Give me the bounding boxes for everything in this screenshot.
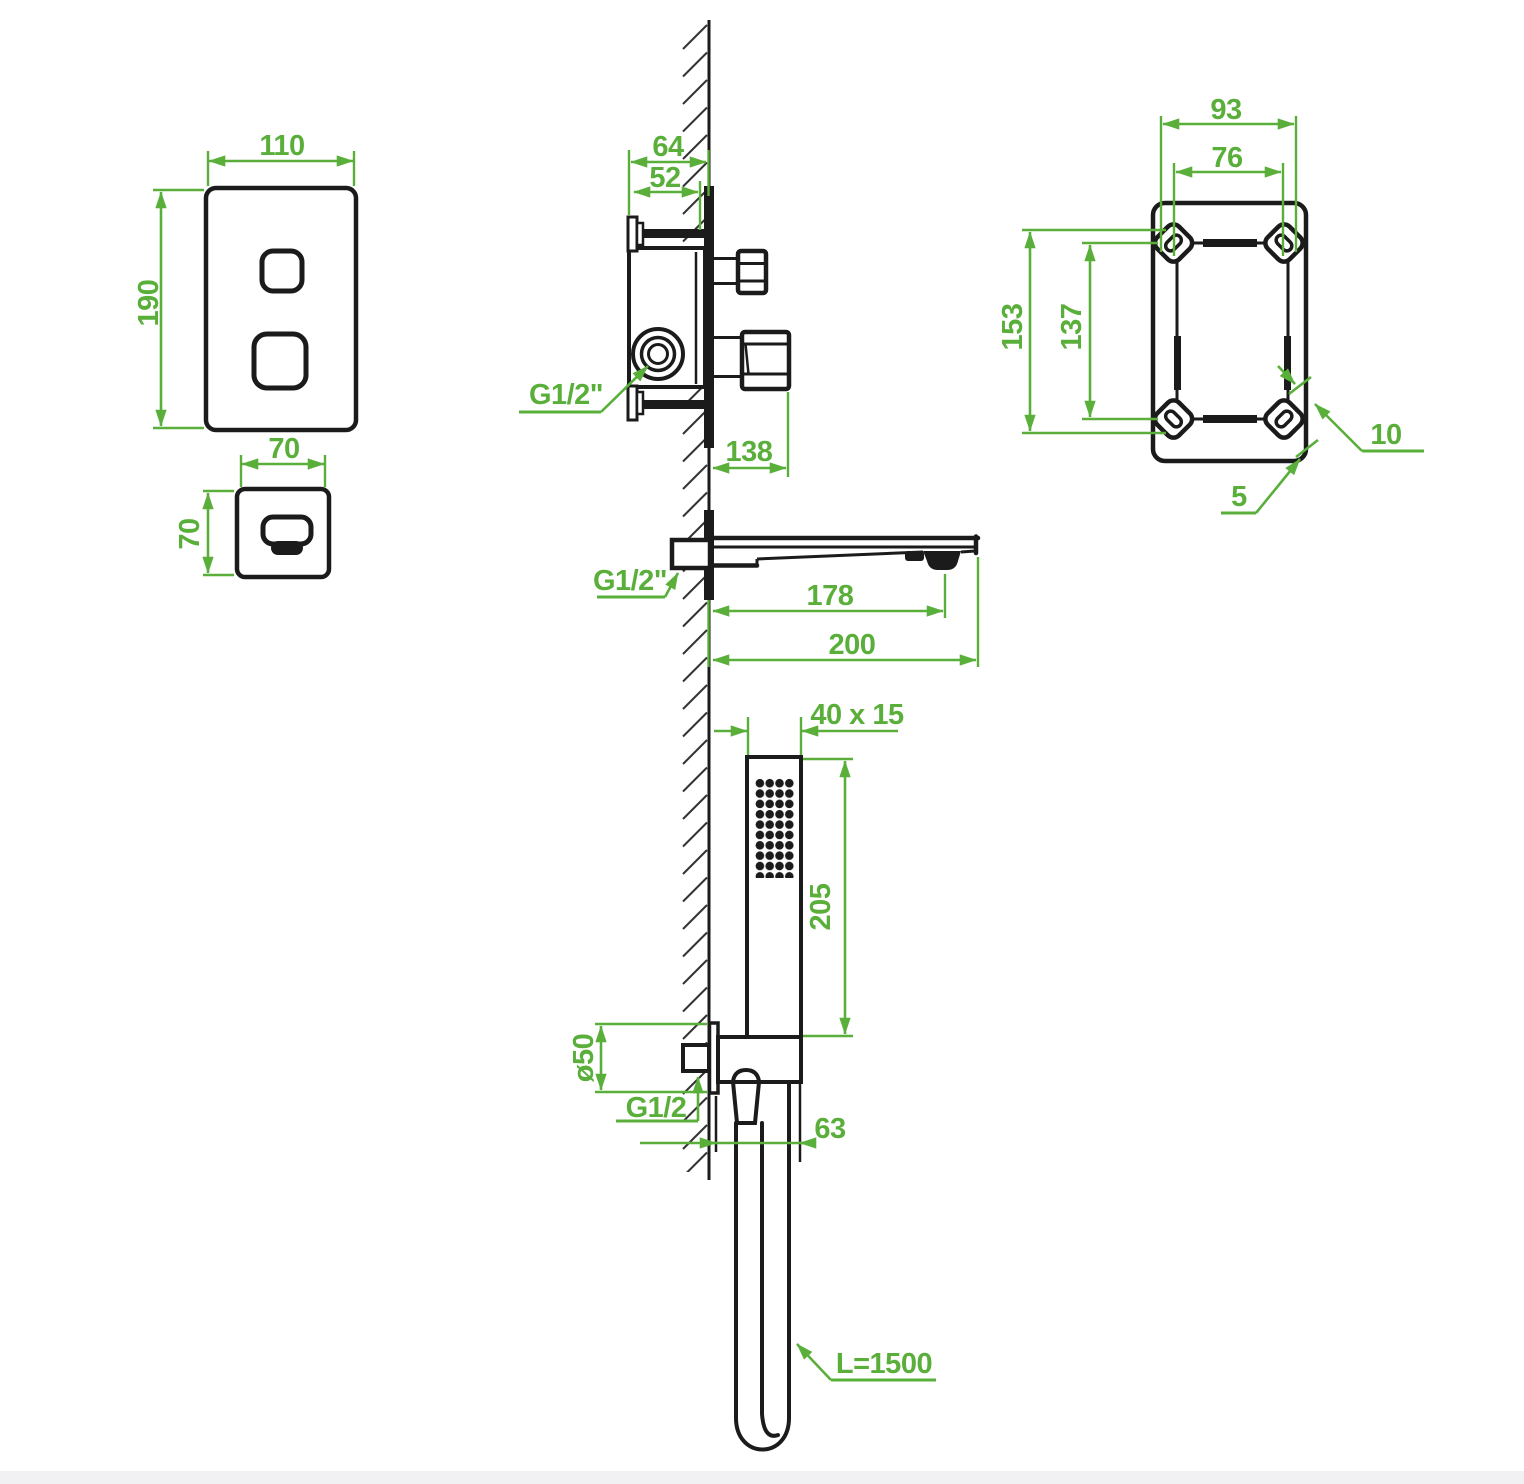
mixer-lever-handle <box>712 329 792 392</box>
label-mixer-thread: G1/2" <box>529 379 603 411</box>
dim-label-elbow-height: 70 <box>174 518 206 549</box>
callout-hose-length: L=1500 <box>796 1343 936 1382</box>
shower-bracket <box>716 1035 803 1084</box>
shower-hose-inner <box>760 1121 780 1438</box>
spout-bottom-edge <box>756 550 924 561</box>
mounting-box-back-view: 93 76 153 137 10 5 <box>997 94 1424 515</box>
bracket-thread-nub <box>681 1043 711 1073</box>
callout-mixer-thread: G1/2" <box>519 365 649 414</box>
dim-head-section: 40 x 15 <box>714 699 904 755</box>
dim-label-screw-slot-width: 5 <box>1231 481 1247 513</box>
control-plate-front-view: 110 190 <box>133 130 359 433</box>
box-clip-right <box>1284 336 1291 390</box>
dim-screw-slot-length: 10 <box>1277 365 1424 459</box>
spout-side-view: G1/2" 178 200 <box>593 534 981 667</box>
box-clip-bottom <box>1203 415 1257 423</box>
screw-mount-bottom-right <box>1263 398 1305 440</box>
spout-aerator <box>923 551 961 570</box>
dim-screw-slot-width: 5 <box>1221 458 1302 515</box>
dim-spout-length: 200 <box>712 557 980 667</box>
dim-box-height-outer: 153 <box>997 228 1166 435</box>
upper-button <box>259 248 305 294</box>
elbow-slot <box>260 514 314 547</box>
dim-head-length: 205 <box>803 757 853 1038</box>
dim-mixer-depth-box: 52 <box>633 162 702 230</box>
dim-bracket-depth: 63 <box>640 1113 846 1149</box>
box-clip-left <box>1174 336 1181 390</box>
dim-mixer-depth-overall: 64 <box>627 131 710 215</box>
screw-mount-bottom-left <box>1152 398 1195 440</box>
mixer-bottom-bar <box>642 400 705 409</box>
callout-bracket-thread: G1/2 <box>616 1076 704 1124</box>
mixer-side-view: 64 52 G1/2" 138 <box>519 131 792 477</box>
dim-label-mixer-depth-box: 52 <box>649 162 680 194</box>
label-bracket-thread: G1/2 <box>626 1092 687 1124</box>
dim-label-box-height-outer: 153 <box>997 303 1029 350</box>
wall-elbow-front-view: 70 70 <box>174 433 332 580</box>
mixer-top-tab <box>626 215 639 253</box>
control-plate <box>203 185 359 433</box>
dim-label-mixer-depth-overall: 64 <box>652 131 684 163</box>
dim-label-bracket-diameter: ø50 <box>568 1034 600 1082</box>
label-hose-length: L=1500 <box>836 1348 932 1380</box>
wall-plate-mixer-side <box>704 186 714 448</box>
dim-mixer-protrusion: 138 <box>712 392 790 477</box>
dim-spout-outlet-distance: 178 <box>707 574 947 667</box>
dim-box-width-inner: 76 <box>1172 142 1285 256</box>
dim-label-head-length: 205 <box>805 883 837 930</box>
mixer-top-bar <box>642 229 705 238</box>
bottom-margin-strip <box>0 1471 1524 1484</box>
dim-label-box-height-inner: 137 <box>1056 304 1088 351</box>
box-clip-top <box>1203 239 1257 247</box>
dim-box-height-inner: 137 <box>1056 241 1158 421</box>
callout-spout-thread: G1/2" <box>593 565 680 599</box>
dim-label-plate-width: 110 <box>259 130 304 162</box>
dim-plate-height: 190 <box>133 188 204 430</box>
dim-label-head-section: 40 x 15 <box>810 699 904 731</box>
spray-holes <box>755 778 794 878</box>
dim-label-spout-length: 200 <box>829 629 876 661</box>
dim-label-screw-slot-length: 10 <box>1370 419 1401 451</box>
wall-hatching <box>681 24 708 1172</box>
dim-elbow-width: 70 <box>239 433 327 487</box>
lower-button <box>251 331 309 391</box>
dim-label-box-width-inner: 76 <box>1211 142 1243 174</box>
hose-nut <box>730 1080 762 1125</box>
dim-label-spout-outlet-distance: 178 <box>807 580 854 612</box>
spout-underside-detail <box>905 551 924 561</box>
box-outer <box>1150 200 1309 464</box>
dim-label-box-width-outer: 93 <box>1210 94 1242 126</box>
spout-bottom-right <box>960 549 976 554</box>
hose-nut-dome <box>731 1067 761 1083</box>
mixer-upper-knob <box>712 248 769 296</box>
dim-label-elbow-width: 70 <box>268 433 299 465</box>
hand-shower-view: 40 x 15 205 ø50 G1/2 63 L=1500 <box>568 699 936 1452</box>
dim-elbow-height: 70 <box>174 489 234 577</box>
spout-wall-connection <box>669 537 713 571</box>
dim-bracket-diameter: ø50 <box>568 1022 707 1094</box>
dim-plate-width: 110 <box>206 130 356 186</box>
elbow-slot-lip <box>271 541 303 555</box>
dim-label-mixer-protrusion: 138 <box>726 436 773 468</box>
dim-label-bracket-depth: 63 <box>814 1113 846 1145</box>
label-spout-thread: G1/2" <box>593 565 667 597</box>
shower-hose-outer <box>734 1080 791 1452</box>
dim-label-plate-height: 190 <box>133 280 165 327</box>
mixer-bottom-tab <box>626 384 639 422</box>
mixer-inlet-port-inner <box>647 343 669 365</box>
